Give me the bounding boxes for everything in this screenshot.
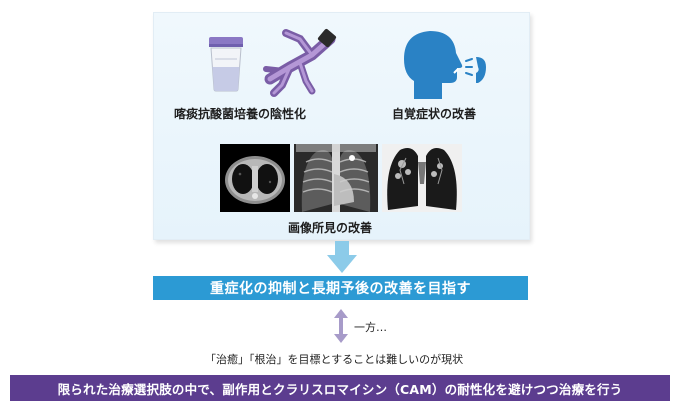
caption-sputum-culture-negative: 喀痰抗酸菌培養の陰性化 — [174, 107, 307, 121]
coughing-person-icon — [404, 31, 486, 99]
chest-xray-image — [294, 144, 378, 212]
coronal-ct-image — [382, 144, 462, 212]
caption-symptom-improvement: 自覚症状の改善 — [392, 107, 477, 121]
specimen-cup-icon — [209, 37, 243, 92]
bronchial-tree-icon — [263, 28, 337, 97]
treatment-strategy-band: 限られた治療選択肢の中で、副作用とクラリスロマイシン（CAM）の耐性化を避けつつ… — [10, 375, 670, 401]
goal-band: 重症化の抑制と長期予後の改善を目指す — [153, 276, 528, 300]
outcomes-panel: 喀痰抗酸菌培養の陰性化 自覚症状の改善 — [153, 12, 530, 240]
ct-scan-image — [220, 144, 290, 212]
caption-imaging-improvement: 画像所見の改善 — [288, 221, 373, 235]
contrast-note: 一方… — [354, 321, 387, 334]
up-down-arrow-icon — [334, 309, 348, 343]
down-arrow-icon — [327, 241, 357, 273]
reality-note: 「治癒」「根治」を目標とすることは難しいのが現状 — [205, 353, 464, 366]
